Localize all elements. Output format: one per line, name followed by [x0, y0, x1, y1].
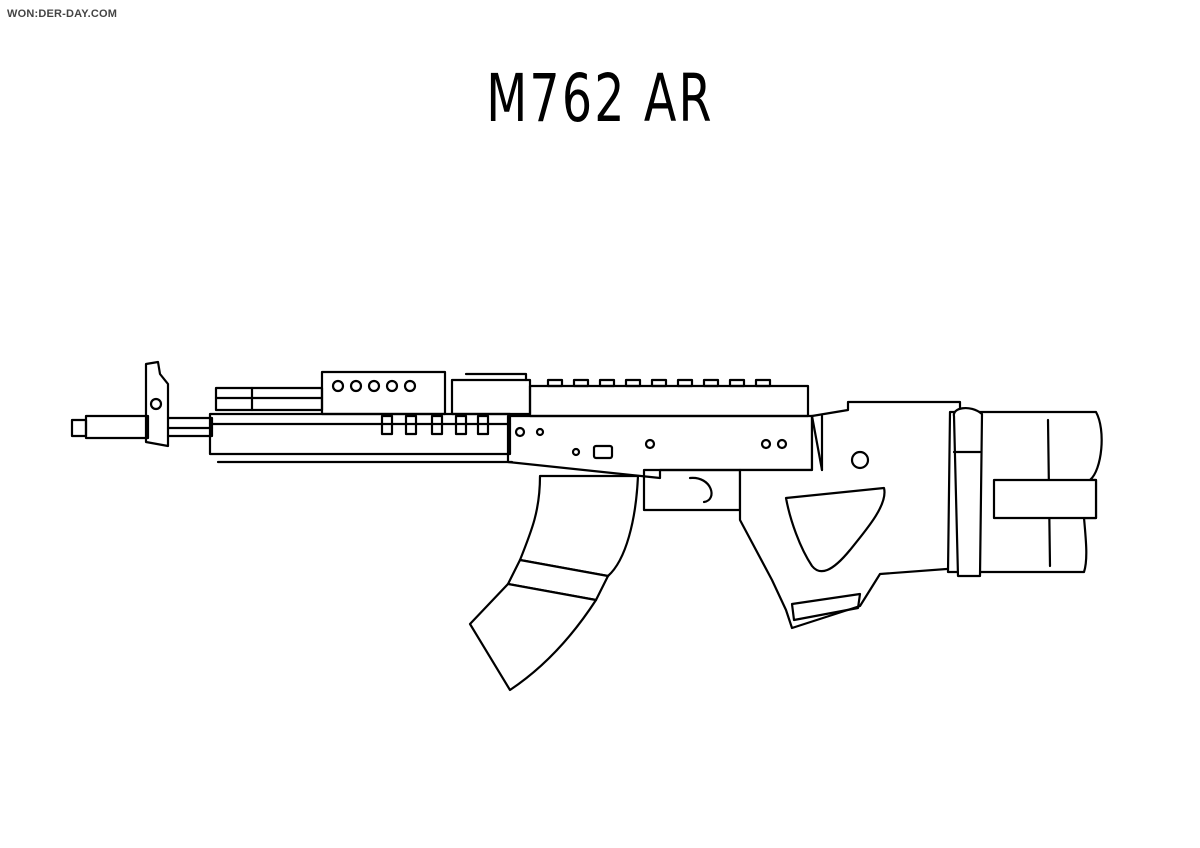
handguard [208, 412, 512, 456]
stock-body [738, 400, 1002, 630]
top-rail-block [320, 370, 447, 416]
front-sight-hole [149, 397, 163, 411]
sling-strap [952, 407, 984, 578]
receiver-rail-teeth [546, 378, 772, 388]
handguard-slots [380, 414, 490, 436]
magazine-lower [468, 582, 598, 692]
trigger [688, 476, 713, 504]
site-watermark: WON:DER-DAY.COM [7, 8, 118, 20]
muzzle-tip [70, 418, 88, 438]
trigger-housing [642, 468, 742, 512]
muzzle-brake [84, 414, 150, 440]
receiver-top-rail [528, 384, 810, 418]
rail-holes [331, 379, 417, 393]
page-title: M762 AR [486, 60, 714, 137]
thumbhole [784, 486, 886, 573]
stock-adjuster [992, 478, 1098, 520]
front-sight [144, 360, 170, 448]
stock-underside-plate [790, 592, 862, 622]
magazine-upper [518, 474, 640, 578]
rear-sight-block [450, 378, 532, 416]
